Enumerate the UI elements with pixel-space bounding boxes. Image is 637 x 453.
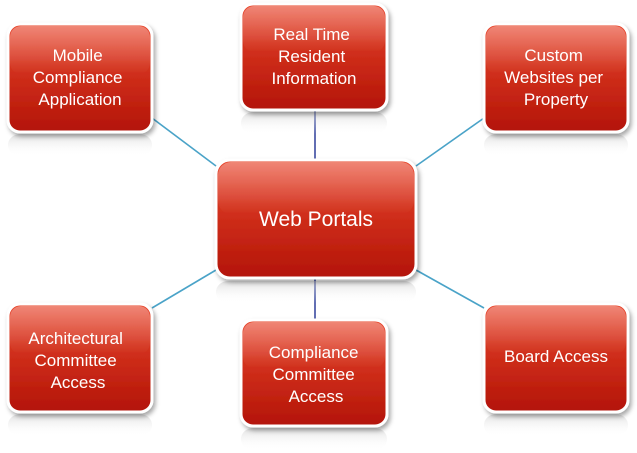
node-custom-websites-per-property: Custom Websites per Property [482, 22, 630, 134]
node-architectural-line-2: Committee [35, 351, 117, 370]
node-compliance-label: Compliance Committee Access [269, 343, 364, 406]
node-compliance-line-2: Committee [273, 365, 355, 384]
reflections [8, 112, 628, 450]
node-realtime-label: Real Time Resident Information [271, 25, 356, 88]
node-mobile-label: Mobile Compliance Application [33, 46, 128, 109]
connector-custom [415, 117, 485, 167]
connector-board [415, 269, 485, 309]
node-board-access: Board Access [482, 302, 630, 414]
node-compliance-line-3: Access [289, 387, 344, 406]
node-architectural-line-3: Access [51, 373, 106, 392]
node-board-line-1: Board Access [504, 347, 608, 366]
node-mobile-compliance-application: Mobile Compliance Application [6, 22, 154, 134]
connector-mobile [151, 117, 217, 167]
node-custom-label: Custom Websites per Property [504, 46, 608, 109]
node-web-portals: Web Portals [214, 158, 418, 280]
node-architectural-line-1: Architectural [28, 329, 122, 348]
connector-architectural [151, 269, 217, 309]
node-architectural-label: Architectural Committee Access [28, 329, 127, 392]
node-realtime-line-1: Real Time [273, 25, 350, 44]
node-realtime-line-3: Information [271, 69, 356, 88]
node-mobile-line-3: Application [38, 90, 121, 109]
node-custom-line-3: Property [524, 90, 589, 109]
node-compliance-line-1: Compliance [269, 343, 359, 362]
node-custom-line-1: Custom [524, 46, 583, 65]
node-real-time-resident-information: Real Time Resident Information [239, 2, 389, 112]
node-compliance-committee-access: Compliance Committee Access [239, 318, 389, 428]
node-mobile-line-1: Mobile [53, 46, 103, 65]
center-label: Web Portals [259, 208, 373, 231]
node-mobile-line-2: Compliance [33, 68, 123, 87]
node-architectural-committee-access: Architectural Committee Access [6, 302, 154, 414]
node-realtime-line-2: Resident [278, 47, 345, 66]
node-board-label: Board Access [504, 347, 608, 366]
node-custom-line-2: Websites per [504, 68, 603, 87]
